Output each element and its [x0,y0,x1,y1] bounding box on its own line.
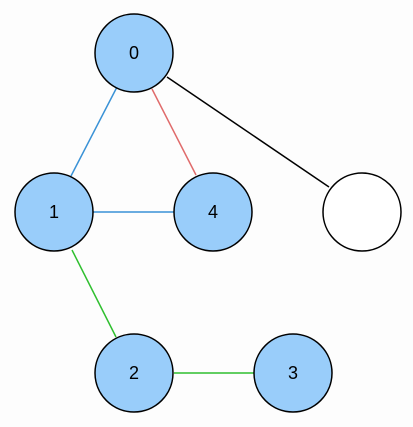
node-1: 1 [14,172,94,252]
edge-0-empty [166,76,330,188]
node-0-label: 0 [129,43,139,63]
node-empty-circle [322,172,402,252]
edge-0-4 [151,88,197,176]
nodes: 0 1 4 2 3 [14,13,402,413]
node-1-circle [14,172,94,252]
node-empty [322,172,402,252]
node-4: 4 [173,172,253,252]
node-1-label: 1 [49,202,59,222]
node-0: 0 [94,13,174,93]
node-0-circle [94,13,174,93]
node-2-label: 2 [129,363,139,383]
edges [70,76,330,374]
node-4-label: 4 [208,202,218,222]
node-4-circle [173,172,253,252]
node-3-circle [253,333,333,413]
edge-0-1 [70,86,118,177]
edge-1-2 [71,249,117,338]
node-3-label: 3 [288,363,298,383]
node-2: 2 [94,333,174,413]
node-3: 3 [253,333,333,413]
node-2-circle [94,333,174,413]
